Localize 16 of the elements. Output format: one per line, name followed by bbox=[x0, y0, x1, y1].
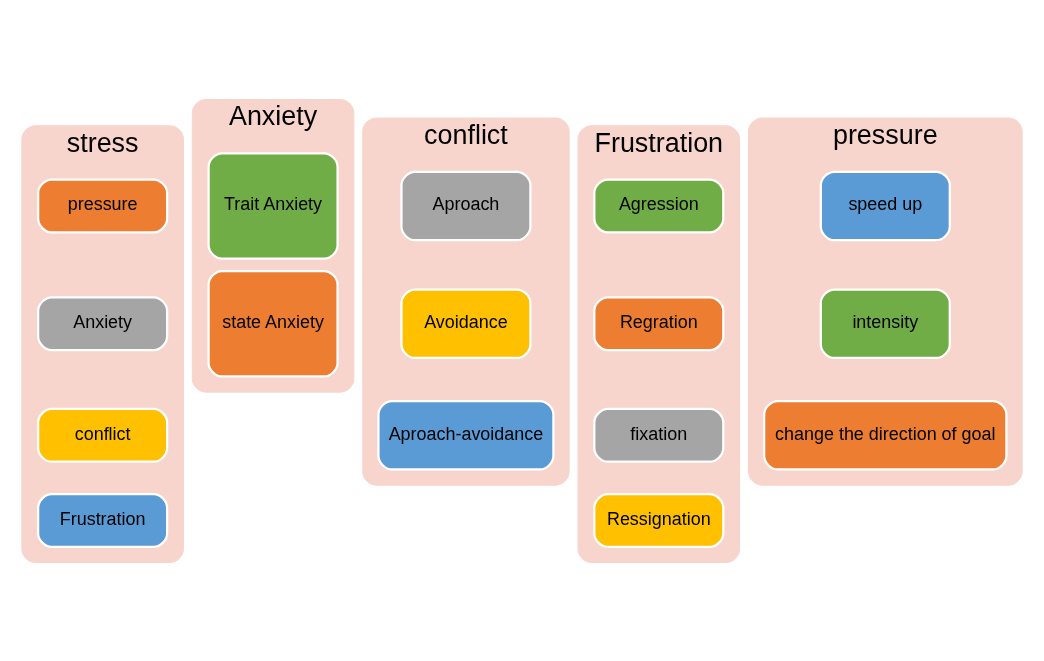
node-box: intensity bbox=[819, 287, 951, 359]
node-box: Trait Anxiety bbox=[207, 151, 339, 260]
node-box: Regration bbox=[593, 295, 725, 351]
node-box: pressure bbox=[37, 178, 169, 233]
node-box: speed up bbox=[819, 170, 951, 241]
node-box: change the direction of goal bbox=[763, 399, 1008, 471]
node-box: Aproach bbox=[400, 170, 532, 241]
node-box: state Anxiety bbox=[207, 269, 339, 378]
node-box: Ressignation bbox=[593, 492, 725, 548]
node-box: fixation bbox=[593, 407, 725, 463]
node-box: Avoidance bbox=[400, 287, 532, 359]
node-box: conflict bbox=[37, 407, 169, 463]
node-box: Anxiety bbox=[37, 295, 169, 351]
node-box: Agression bbox=[593, 178, 725, 233]
node-box: Aproach-avoidance bbox=[377, 399, 555, 471]
node-box: Frustration bbox=[37, 492, 169, 548]
